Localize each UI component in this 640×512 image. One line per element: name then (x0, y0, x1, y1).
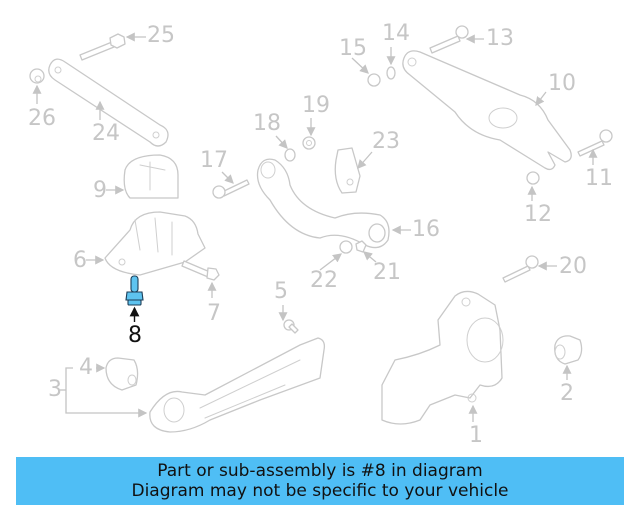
mount-6-icon (104, 211, 206, 276)
clip-21-icon (355, 240, 367, 253)
callout-22[interactable]: 22 (310, 268, 338, 293)
callout-6[interactable]: 6 (73, 248, 87, 273)
bolt-25-icon (79, 33, 126, 61)
callout-8-highlighted[interactable]: 8 (128, 323, 142, 348)
leader-lines (32, 32, 598, 422)
callout-20[interactable]: 20 (559, 254, 587, 279)
bolt-17-icon (212, 179, 250, 199)
knuckle-1-icon (381, 290, 504, 425)
parts-diagram (29, 25, 613, 433)
callout-3[interactable]: 3 (48, 377, 62, 402)
callout-9[interactable]: 9 (93, 178, 107, 203)
bushing-2-icon (554, 335, 583, 365)
bushing-4-icon (105, 357, 139, 391)
bolt-5-icon (283, 319, 299, 334)
callout-26[interactable]: 26 (28, 106, 56, 131)
callout-16[interactable]: 16 (412, 217, 440, 242)
callout-11[interactable]: 11 (585, 166, 613, 191)
callout-1[interactable]: 1 (469, 423, 483, 448)
nut-22-icon (339, 240, 353, 254)
lower-arm-10-icon (402, 50, 572, 171)
bump-stop-9-icon (123, 154, 179, 199)
nut-12-icon (526, 171, 540, 185)
callout-5[interactable]: 5 (274, 279, 288, 304)
washer-14-icon (386, 66, 396, 80)
callout-21[interactable]: 21 (373, 260, 401, 285)
bolt-11-icon (577, 129, 613, 157)
callout-24[interactable]: 24 (92, 121, 120, 146)
callout-14[interactable]: 14 (382, 21, 410, 46)
bracket-23-icon (334, 147, 361, 194)
callout-2[interactable]: 2 (560, 381, 574, 406)
washer-18-icon (284, 148, 296, 162)
callout-4[interactable]: 4 (79, 355, 93, 380)
callout-13[interactable]: 13 (486, 26, 514, 51)
nut-15-icon (367, 73, 381, 87)
control-arm-16-icon (256, 158, 390, 249)
banner-line-part-number: Part or sub-assembly is #8 in diagram (157, 461, 483, 481)
callout-10[interactable]: 10 (548, 71, 576, 96)
banner-line-disclaimer: Diagram may not be specific to your vehi… (131, 481, 509, 501)
bolt-7-icon (181, 260, 220, 281)
callout-18[interactable]: 18 (253, 111, 281, 136)
callout-17[interactable]: 17 (200, 148, 228, 173)
nut-19-icon (302, 136, 316, 150)
link-arm-24-icon (48, 58, 169, 147)
callout-15[interactable]: 15 (339, 36, 367, 61)
callout-23[interactable]: 23 (372, 129, 400, 154)
info-banner: Part or sub-assembly is #8 in diagram Di… (16, 457, 624, 505)
bolt-20-icon (502, 255, 539, 283)
bolt-13-icon (429, 25, 469, 54)
trailing-arm-3-icon (149, 337, 326, 433)
callout-7[interactable]: 7 (207, 301, 221, 326)
callout-12[interactable]: 12 (524, 202, 552, 227)
callout-19[interactable]: 19 (302, 93, 330, 118)
diagram-artwork (29, 25, 613, 433)
bolt-8-highlighted-icon (125, 275, 144, 322)
callout-25[interactable]: 25 (147, 23, 175, 48)
nut-26-icon (29, 68, 45, 84)
